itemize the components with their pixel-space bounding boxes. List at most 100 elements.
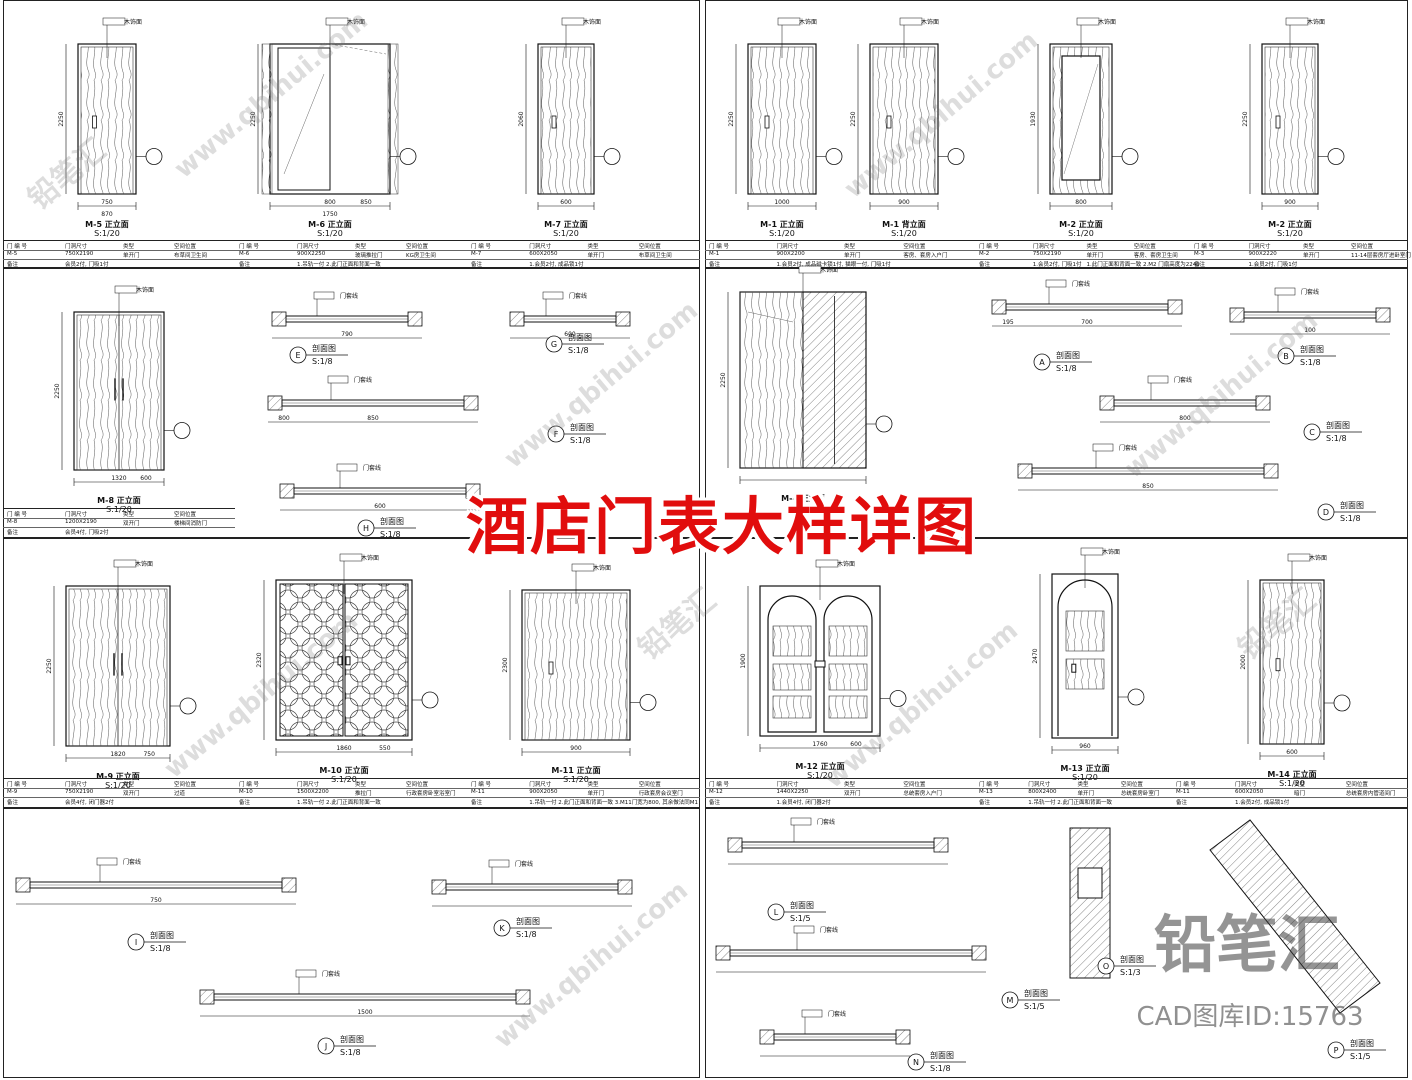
wall-section-left	[15, 877, 31, 893]
table-cell: 600X2050	[529, 251, 558, 257]
door-leaf-right	[118, 314, 162, 471]
dimension-height-label: 1930	[1030, 111, 1037, 126]
section-scale: S:1/8	[312, 357, 333, 366]
material-callout: 木饰面	[1102, 548, 1120, 556]
section-scale: S:1/8	[380, 530, 401, 539]
sheet-bottom-left	[3, 808, 700, 1078]
material-callout: 木饰面	[583, 18, 601, 26]
section-title: 剖面图	[150, 931, 174, 940]
section-marker-id: E	[295, 351, 300, 360]
dimension-height-label: 2250	[728, 111, 735, 126]
wall-section-left	[267, 395, 283, 411]
material-tag	[102, 17, 126, 26]
door-frame	[1051, 573, 1119, 739]
section-scale: S:1/8	[150, 944, 171, 953]
table-cell: M-11	[1176, 789, 1190, 795]
table-note-row: 备注会员2付, 门吸1付	[3, 259, 235, 268]
door-leaf-right	[117, 588, 168, 747]
table-cell: KG房卫生间	[406, 253, 436, 259]
table-header-cell: 门 编 号	[7, 512, 27, 518]
material-tag	[793, 925, 815, 934]
lattice-leaf-left	[279, 583, 344, 737]
dimension-width-label: 850	[360, 199, 372, 206]
table-cell: 单开门	[1303, 253, 1320, 259]
table-cell: M-8	[7, 519, 18, 525]
table-header-cell: 类型	[123, 512, 135, 518]
section-scale: S:1/5	[1024, 1002, 1045, 1011]
table-header-cell: 门洞尺寸	[297, 244, 320, 250]
table-header-row: 门 编 号门洞尺寸类型空间位置	[975, 241, 1190, 251]
section-marker	[1121, 148, 1139, 165]
dimension-width-label: 1320	[111, 475, 126, 482]
table-note-label: 备注	[709, 800, 721, 806]
material-callout: 木饰面	[593, 564, 611, 572]
table-header-cell: 类型	[123, 782, 135, 788]
table-header-cell: 门 编 号	[7, 244, 27, 250]
table-header-row: 门 编 号门洞尺寸类型空间位置	[3, 509, 235, 519]
table-note-label: 备注	[709, 262, 721, 268]
section-marker	[639, 694, 657, 711]
material-tag	[327, 375, 349, 384]
wall-panel	[387, 43, 399, 195]
upper-panel	[828, 625, 868, 657]
material-tag	[339, 553, 363, 562]
material-callout: 门套线	[817, 818, 835, 826]
table-cell: 1440X2250	[776, 789, 809, 795]
dimension-width-label: 800	[1075, 199, 1087, 206]
table-cell: 750X2190	[65, 789, 94, 795]
door-leaf	[1262, 582, 1322, 745]
table-header-cell: 门 编 号	[709, 782, 729, 788]
elevation-scale: S:1/20	[106, 505, 132, 514]
material-tag	[1287, 553, 1311, 562]
door-handle-icon	[1275, 115, 1281, 129]
dimension-width-label: 550	[379, 745, 391, 752]
table-cell: 双开门	[123, 521, 140, 527]
elevation-scale: S:1/20	[331, 775, 357, 784]
section-marker-id: K	[499, 924, 505, 933]
table-cell: M-9	[7, 789, 18, 795]
dimension-height-label: 2250	[720, 372, 727, 387]
section-marker	[421, 691, 439, 709]
table-header-cell: 类型	[355, 244, 367, 250]
table-header-cell: 门 编 号	[471, 244, 491, 250]
table-note-label: 备注	[471, 800, 483, 806]
section-title: 剖面图	[312, 344, 336, 353]
section-title: 剖面图	[790, 901, 814, 910]
table-header-cell: 空间位置	[406, 782, 429, 788]
material-callout: 门套线	[363, 464, 381, 472]
dimension-height-label: 2250	[850, 111, 857, 126]
wall-section-left	[991, 299, 1007, 315]
section-marker-id: A	[1039, 358, 1045, 367]
table-cell: 750X2190	[1032, 251, 1062, 257]
dimension-width-label: 600	[140, 475, 152, 482]
wall-panel	[261, 43, 273, 195]
section-marker-id: C	[1309, 428, 1315, 437]
dimension-width-label: 600	[1286, 749, 1298, 756]
table-cell: M-7	[471, 251, 482, 257]
table-note: 1.吊轨一付 2.此门正面和背面一致	[297, 800, 381, 806]
dimension-height-label: 2250	[46, 658, 53, 673]
elevation-title: M-6 正立面	[308, 220, 352, 229]
table-header-cell: 空间位置	[174, 244, 197, 250]
